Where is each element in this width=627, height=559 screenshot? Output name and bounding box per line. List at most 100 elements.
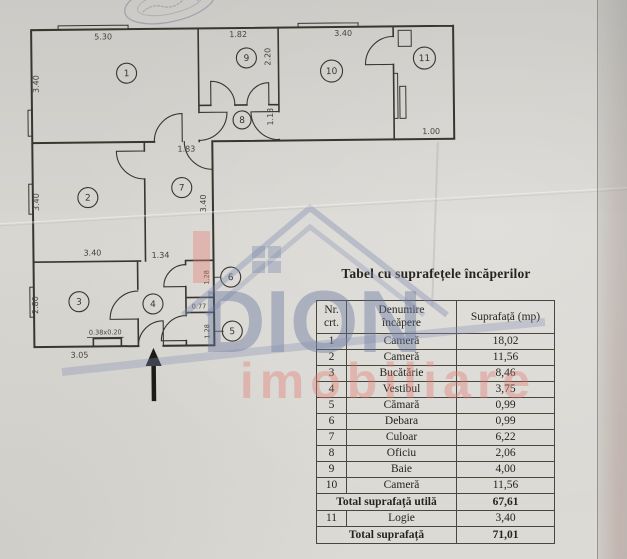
cell-name: Bucătărie bbox=[346, 365, 457, 382]
cell-area: 3,75 bbox=[456, 381, 555, 398]
total-label: Total suprafață utilă bbox=[316, 493, 457, 511]
dim-label: 3.05 bbox=[71, 351, 89, 360]
dim-label: 3.40 bbox=[32, 75, 41, 93]
dim-label: 1.82 bbox=[229, 30, 247, 39]
cell-nr: 9 bbox=[316, 461, 347, 478]
header-line: încăpere bbox=[382, 317, 421, 329]
header-line: crt. bbox=[323, 317, 339, 329]
exterior-walls bbox=[30, 24, 456, 349]
dim-label: 1.13 bbox=[266, 108, 275, 126]
cell-nr: 11 bbox=[316, 510, 347, 527]
cell-name: Cameră bbox=[346, 333, 457, 350]
table-title: Tabel cu suprafețele încăperilor bbox=[341, 266, 531, 281]
cell-area: 0,99 bbox=[456, 397, 555, 414]
column-header-area: Suprafață (mp) bbox=[456, 300, 555, 334]
dim-label: 1.83 bbox=[177, 144, 195, 153]
dim-label: 2.80 bbox=[31, 296, 40, 314]
cell-nr: 10 bbox=[316, 477, 347, 494]
room-label-10: 10 bbox=[319, 59, 344, 83]
entrance-arrow bbox=[145, 347, 162, 402]
room-label-11: 11 bbox=[412, 46, 436, 70]
svg-text:3: 3 bbox=[76, 298, 82, 308]
door-swings bbox=[109, 35, 395, 347]
svg-text:7: 7 bbox=[179, 184, 185, 194]
cell-area: 11,56 bbox=[456, 477, 555, 494]
cell-nr: 1 bbox=[316, 333, 347, 350]
svg-text:10: 10 bbox=[326, 67, 338, 77]
dim-label: 3.40 bbox=[199, 194, 208, 212]
cell-area: 4,00 bbox=[456, 461, 555, 478]
wall-pilaster bbox=[399, 85, 407, 119]
svg-text:5: 5 bbox=[229, 327, 235, 337]
cell-area: 18,02 bbox=[456, 333, 555, 350]
dim-label: 0.38x0.20 bbox=[89, 328, 122, 336]
svg-text:11: 11 bbox=[419, 54, 431, 64]
dim-label: 2.20 bbox=[263, 48, 272, 66]
room-label-5: 5 bbox=[221, 320, 243, 342]
cell-area: 0,99 bbox=[456, 413, 555, 430]
room-label-4: 4 bbox=[142, 293, 164, 315]
cell-name: Oficiu bbox=[346, 445, 457, 462]
dim-label: 1.00 bbox=[422, 127, 440, 136]
cell-name: Logie bbox=[346, 510, 457, 527]
svg-text:4: 4 bbox=[150, 300, 156, 310]
cell-nr: 4 bbox=[316, 381, 347, 398]
total-value: 67,61 bbox=[456, 493, 555, 511]
interior-walls bbox=[32, 25, 396, 348]
cell-nr: 5 bbox=[316, 397, 347, 414]
room-label-1: 1 bbox=[116, 62, 138, 84]
cell-area: 8,46 bbox=[456, 365, 555, 382]
header-line: Denumire bbox=[378, 304, 425, 316]
area-table-section: Tabel cu suprafețele încăperilor Nr.crt.… bbox=[316, 266, 556, 544]
cell-name: Culoar bbox=[346, 429, 457, 446]
dim-label: 1.28 bbox=[203, 270, 211, 285]
cell-name: Debara bbox=[346, 413, 457, 430]
round-stamp bbox=[124, 0, 216, 25]
dim-label: 0.77 bbox=[192, 302, 207, 310]
column-header-nr: Nr.crt. bbox=[316, 300, 347, 334]
dim-label: 1.28 bbox=[203, 324, 211, 339]
room-label-6: 6 bbox=[220, 266, 242, 288]
cell-nr: 3 bbox=[316, 365, 347, 382]
page-edge-shadow bbox=[597, 0, 627, 559]
room-label-9: 9 bbox=[235, 47, 257, 69]
cell-name: Cămară bbox=[346, 397, 457, 414]
cell-nr: 7 bbox=[316, 429, 347, 446]
wall-pilaster bbox=[397, 29, 412, 47]
total-label: Total suprafață bbox=[316, 526, 457, 544]
dim-label: 3.40 bbox=[83, 248, 101, 257]
svg-text:8: 8 bbox=[239, 116, 245, 126]
svg-text:9: 9 bbox=[243, 54, 249, 64]
dim-label: 3.40 bbox=[32, 193, 41, 211]
svg-text:2: 2 bbox=[85, 194, 91, 204]
room-label-3: 3 bbox=[68, 291, 90, 313]
cell-area: 2,06 bbox=[456, 445, 555, 462]
cell-area: 3,40 bbox=[456, 510, 555, 527]
cell-name: Cameră bbox=[346, 477, 457, 494]
cell-name: Vestibul bbox=[346, 381, 457, 398]
total-value: 71,01 bbox=[456, 526, 555, 544]
header-line: Nr. bbox=[324, 304, 339, 316]
cell-area: 11,56 bbox=[456, 349, 555, 366]
cell-area: 6,22 bbox=[456, 429, 555, 446]
dim-label: 1.34 bbox=[152, 251, 170, 260]
cell-name: Baie bbox=[346, 461, 457, 478]
cell-nr: 8 bbox=[316, 445, 347, 462]
dim-label: 3.40 bbox=[334, 29, 352, 38]
